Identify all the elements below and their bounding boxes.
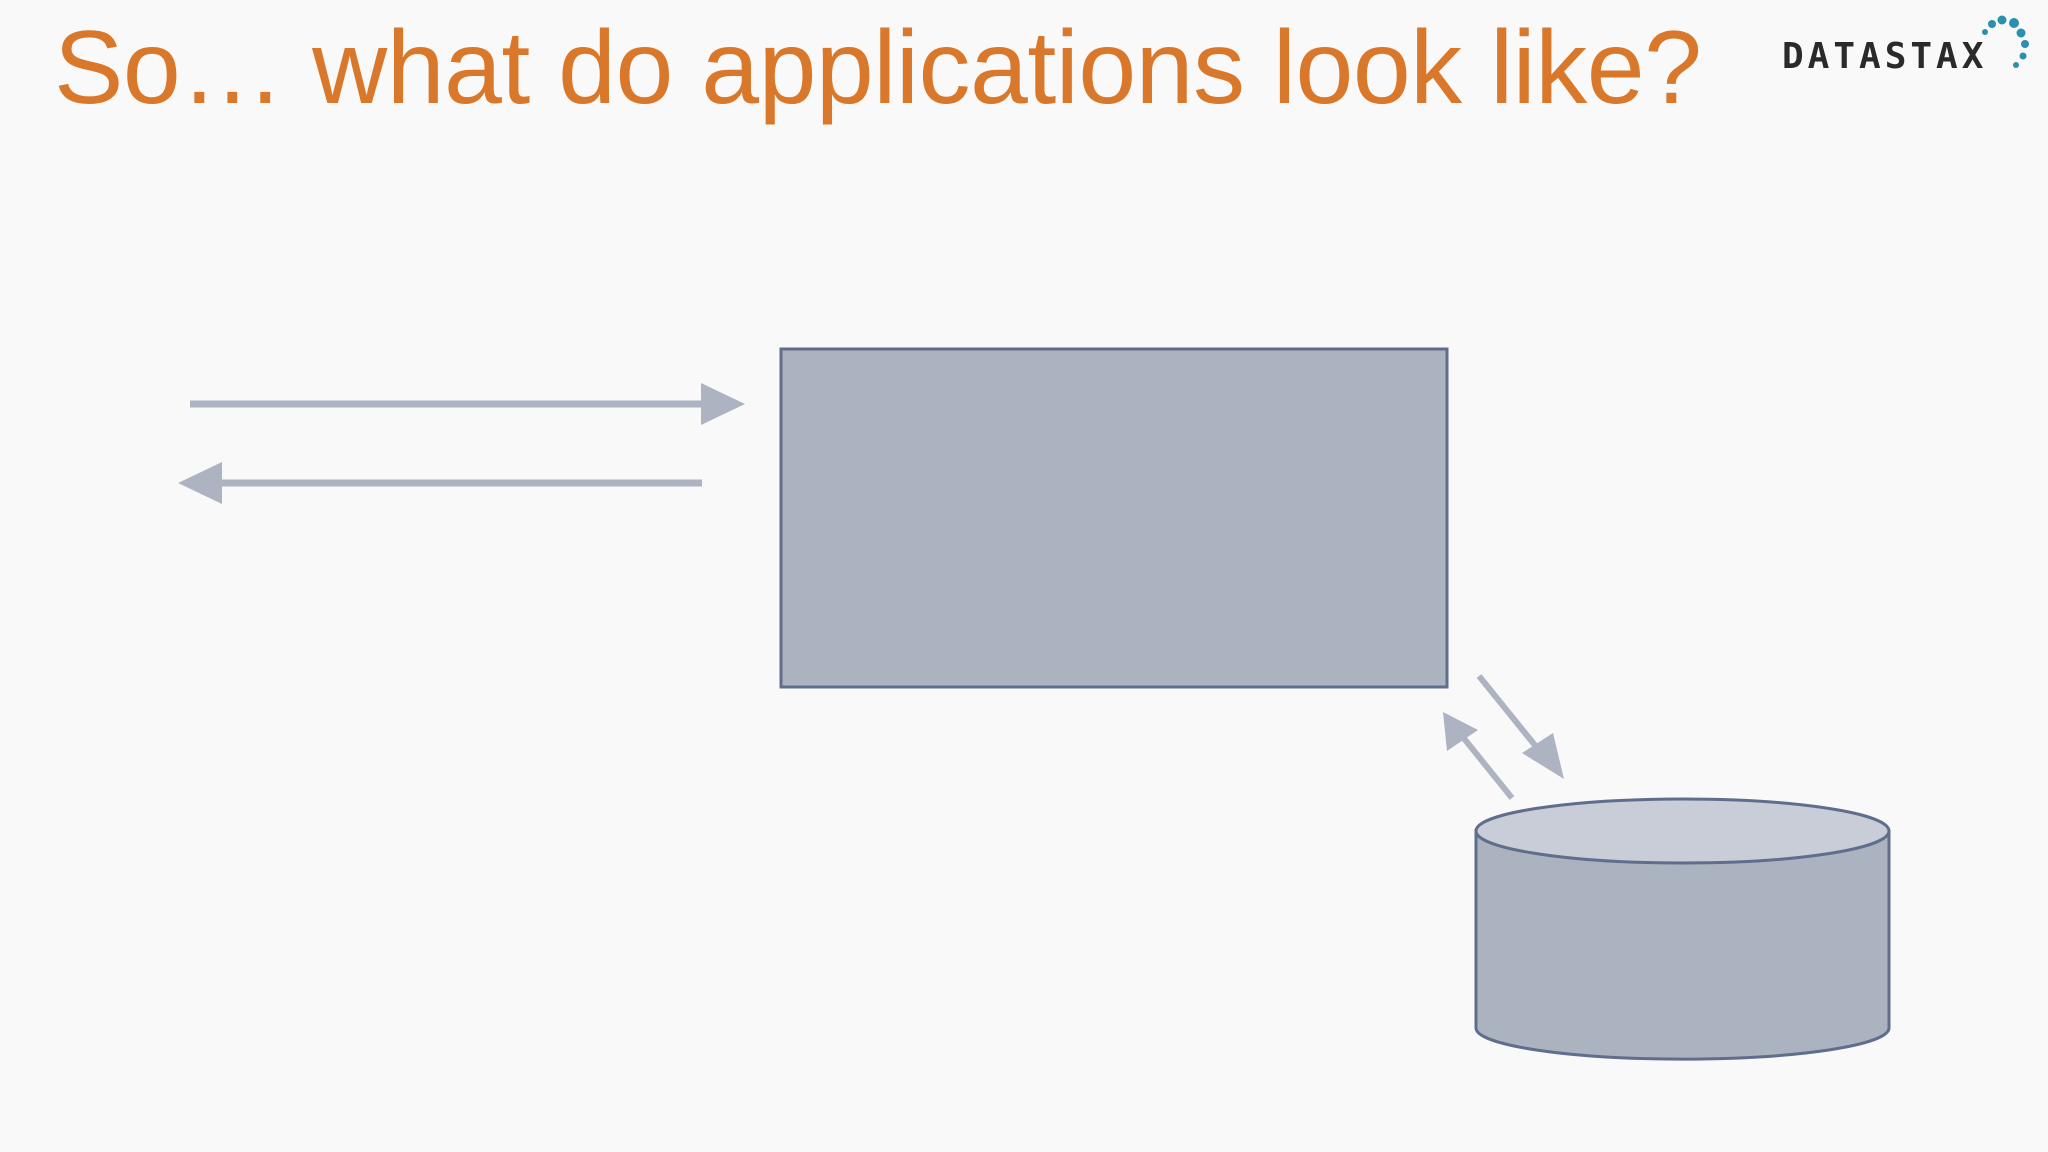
database-cylinder bbox=[1474, 797, 1891, 1061]
datastax-logo: DATASTAX bbox=[1770, 10, 2040, 90]
slide-title: So… what do applications look like? bbox=[54, 10, 1702, 126]
response-arrow bbox=[178, 462, 702, 504]
logo-text: DATASTAX bbox=[1782, 36, 1988, 77]
application-box bbox=[779, 347, 1449, 689]
request-arrow bbox=[190, 383, 745, 425]
logo-dots-icon bbox=[1982, 15, 2029, 68]
write-arrow bbox=[1476, 674, 1564, 779]
read-arrow bbox=[1443, 712, 1515, 800]
